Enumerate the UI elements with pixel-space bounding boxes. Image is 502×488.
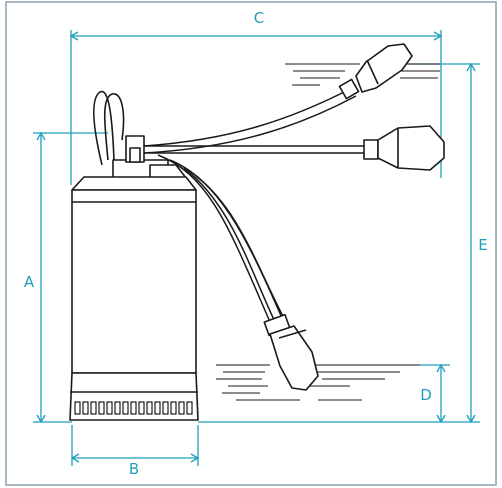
- water-level-upper: [285, 63, 440, 86]
- float-switch-middle: [363, 125, 445, 171]
- float-cables: [143, 87, 365, 325]
- frame-border: [5, 1, 497, 486]
- dimension-d-label: D: [420, 386, 432, 404]
- dimension-c-label: C: [254, 9, 264, 27]
- pump-body: [69, 90, 199, 421]
- float-switch-upper: [338, 43, 413, 100]
- water-level-lower: [216, 364, 420, 401]
- dimension-a-label: A: [24, 273, 35, 291]
- dimension-b-label: B: [129, 460, 139, 478]
- dimension-e-label: E: [478, 236, 487, 254]
- intake-grille: [74, 401, 193, 415]
- float-switch-lower: [263, 313, 319, 391]
